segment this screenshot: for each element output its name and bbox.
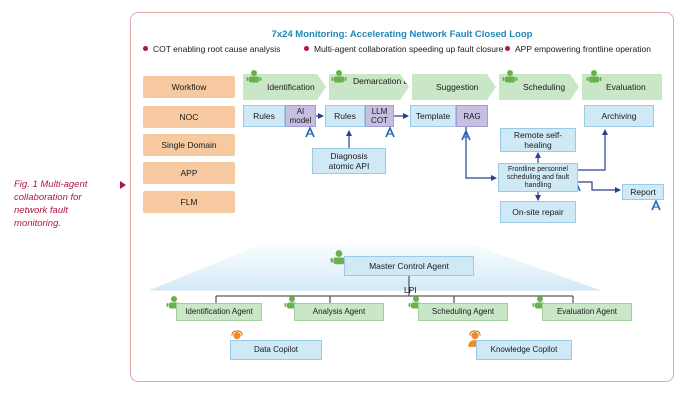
left-box-single-domain: Single Domain <box>143 134 235 156</box>
bullet-item: COT enabling root cause analysis <box>143 44 280 54</box>
agent-robot-icon <box>586 70 602 83</box>
left-box-app: APP <box>143 162 235 184</box>
identification-agent-box: Identification Agent <box>176 303 262 321</box>
rag-box: RAG <box>456 105 488 127</box>
rules-box-identification: Rules <box>243 105 285 127</box>
remote-self-healing-box: Remote self-healing <box>500 128 576 152</box>
bullet-dot-icon <box>505 46 510 51</box>
lpi-label: LPI <box>404 285 417 295</box>
ai-badge-icon <box>385 126 395 138</box>
left-box-flm: FLM <box>143 191 235 213</box>
scheduling-agent-box: Scheduling Agent <box>418 303 508 321</box>
analysis-agent-box: Analysis Agent <box>294 303 384 321</box>
figure-caption: Fig. 1 Multi-agent collaboration for net… <box>14 179 88 229</box>
evaluation-agent-box: Evaluation Agent <box>542 303 632 321</box>
agent-robot-icon <box>502 70 518 83</box>
ai-model-box: AI model <box>285 105 316 127</box>
left-box-workflow: Workflow <box>143 76 235 98</box>
ai-badge-icon <box>305 126 315 138</box>
bullet-dot-icon <box>304 46 309 51</box>
agent-robot-icon <box>246 70 262 83</box>
template-box: Template <box>410 105 456 127</box>
agent-robot-icon <box>331 70 347 83</box>
archiving-box: Archiving <box>584 105 654 127</box>
stage-scheduling: Scheduling <box>499 74 579 100</box>
report-box: Report <box>622 184 664 200</box>
bullet-item: APP empowering frontline operation <box>505 44 651 54</box>
llm-cot-box: LLM COT <box>365 105 394 127</box>
ai-badge-icon <box>651 199 661 211</box>
stage-suggestion: Suggestion <box>412 74 496 100</box>
diagram-title: 7x24 Monitoring: Accelerating Network Fa… <box>271 29 533 40</box>
bullet-list: COT enabling root cause analysis Multi-a… <box>143 44 669 58</box>
rules-box-demarcation: Rules <box>325 105 365 127</box>
bullet-item: Multi-agent collaboration speeding up fa… <box>304 44 503 54</box>
master-control-agent-box: Master Control Agent <box>344 256 474 276</box>
diagnosis-api-box: Diagnosis atomic API <box>312 148 386 174</box>
caption-pointer-icon <box>120 181 126 189</box>
frontline-scheduling-box: Frontline personnel scheduling and fault… <box>498 163 578 192</box>
ai-badge-icon <box>461 129 471 141</box>
bullet-dot-icon <box>143 46 148 51</box>
left-box-noc: NOC <box>143 106 235 128</box>
data-copilot-box: Data Copilot <box>230 340 322 360</box>
onsite-repair-box: On-site repair <box>500 201 576 223</box>
knowledge-copilot-box: Knowledge Copilot <box>476 340 572 360</box>
